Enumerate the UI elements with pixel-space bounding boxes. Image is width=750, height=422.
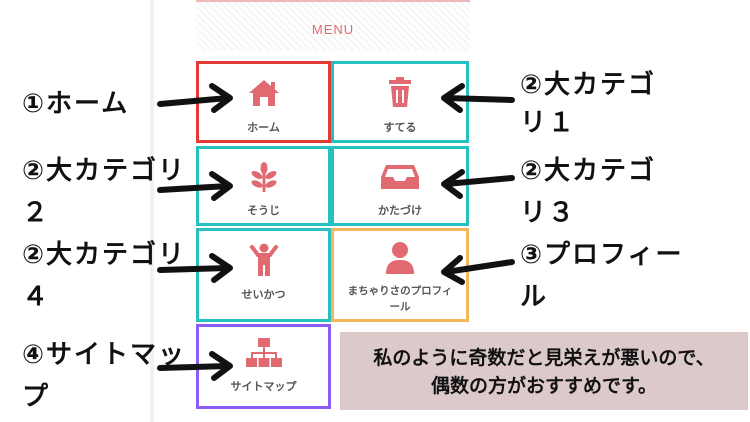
note-line-1: 私のように奇数だと見栄えが悪いので、 [373, 347, 715, 369]
trash-icon [334, 76, 466, 108]
tile-label: すてる [383, 121, 417, 134]
tile-label: まちゃりさのプロフィール [347, 285, 453, 313]
menu-tile-home[interactable]: ホーム [196, 61, 331, 143]
tile-label: サイトマップ [230, 380, 297, 393]
inbox-icon [334, 163, 466, 191]
leaf-icon [199, 161, 328, 193]
sitemap-icon [199, 337, 328, 369]
tile-label: そうじ [247, 204, 280, 217]
arrow-to-category-4 [157, 253, 233, 283]
arrow-to-category-2 [157, 171, 233, 201]
tile-label: せいかつ [241, 288, 286, 301]
menu-tile-suteru[interactable]: すてる [331, 61, 469, 143]
person-arms-up-icon [199, 243, 328, 277]
annotation-category-3: ②大カテゴリ３ [520, 156, 657, 228]
note-box: 私のように奇数だと見栄えが悪いので、 偶数の方がおすすめです。 [340, 332, 748, 410]
annotation-home: ①ホーム [22, 89, 130, 119]
tile-label: ホーム [247, 121, 280, 134]
menu-header: MENU [196, 0, 470, 50]
arrow-to-category-3 [441, 169, 515, 199]
arrow-to-profile [441, 255, 515, 285]
tile-label: かたづけ [378, 204, 422, 217]
arrow-to-home [157, 83, 233, 113]
arrow-to-sitemap [157, 351, 233, 381]
annotation-category-2: ②大カテゴリ２ [22, 156, 187, 228]
user-icon [334, 241, 466, 275]
arrow-to-category-1 [441, 83, 515, 113]
home-icon [199, 78, 328, 108]
note-line-2: 偶数の方がおすすめです。 [430, 375, 658, 397]
annotation-profile: ③プロフィール [520, 240, 684, 312]
menu-title: MENU [311, 22, 355, 37]
content-column-edge [150, 0, 154, 422]
annotation-sitemap: ④サイトマップ [22, 340, 187, 412]
annotation-category-4: ②大カテゴリ４ [22, 240, 187, 312]
annotation-category-1: ②大カテゴリ１ [520, 70, 657, 138]
